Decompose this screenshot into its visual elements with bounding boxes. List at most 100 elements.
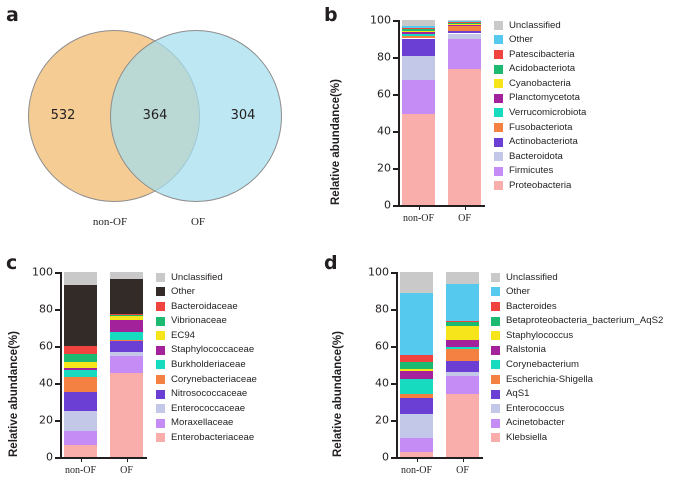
bar-segment-unclassified[interactable] (64, 272, 97, 285)
bar-segment-staphylococcus[interactable] (446, 325, 479, 340)
bar-segment-unclassified[interactable] (110, 272, 143, 279)
bar-segment-nitrosococcaceae[interactable] (64, 391, 97, 411)
legend-item-ec94[interactable]: EC94 (156, 328, 257, 343)
bar-segment-cyanobacteria[interactable] (402, 30, 435, 33)
bar-segment-bacteroides[interactable] (446, 321, 479, 322)
legend-item-corynebacterium[interactable]: Corynebacterium (491, 358, 663, 373)
bar-segment-vibrionaceae[interactable] (110, 314, 143, 316)
bar-segment-enterobacteriaceae[interactable] (110, 373, 143, 457)
legend-item-vibrionaceae[interactable]: Vibrionaceae (156, 314, 257, 329)
legend-item-bacteroidaceae[interactable]: Bacteroidaceae (156, 299, 257, 314)
legend-item-unclassified[interactable]: Unclassified (156, 270, 257, 285)
bar-segment-cyanobacteria[interactable] (448, 23, 481, 25)
legend-item-bacteroidota[interactable]: Bacteroidota (494, 149, 586, 164)
bar-segment-enterococcus[interactable] (400, 414, 433, 439)
bar-segment-fusobacteriota[interactable] (448, 26, 481, 31)
bar-segment-enterococcaceae[interactable] (64, 410, 97, 432)
legend-item-patescibacteria[interactable]: Patescibacteria (494, 47, 586, 62)
bar-segment-corynebacteriaceae[interactable] (64, 377, 97, 392)
bar-segment-acinetobacter[interactable] (446, 376, 479, 394)
bar-segment-aqs1[interactable] (400, 398, 433, 415)
bar-segment-staphylococcus[interactable] (400, 369, 433, 371)
bar-segment-patescibacteria[interactable] (402, 28, 435, 30)
bar-non-of[interactable] (64, 272, 97, 457)
legend-item-enterobacteriaceae[interactable]: Enterobacteriaceae (156, 431, 257, 446)
legend-item-enterococcus[interactable]: Enterococcus (491, 401, 663, 416)
bar-segment-other[interactable] (64, 284, 97, 346)
bar-segment-betaproteobacteria-bacterium-aqs2[interactable] (446, 321, 479, 326)
bar-segment-patescibacteria[interactable] (448, 22, 481, 24)
bar-segment-other[interactable] (446, 284, 479, 322)
bar-segment-acinetobacter[interactable] (400, 438, 433, 452)
legend-item-unclassified[interactable]: Unclassified (491, 270, 663, 285)
bar-segment-verrucomicrobiota[interactable] (448, 25, 481, 27)
legend-item-actinobacteriota[interactable]: Actinobacteriota (494, 135, 586, 150)
bar-segment-corynebacteriaceae[interactable] (110, 340, 143, 342)
bar-of[interactable] (448, 20, 481, 205)
bar-segment-proteobacteria[interactable] (402, 114, 435, 205)
bar-segment-other[interactable] (400, 292, 433, 356)
bar-segment-planctomycetota[interactable] (448, 24, 481, 26)
legend-item-nitrosococcaceae[interactable]: Nitrosococcaceae (156, 387, 257, 402)
bar-segment-klebsiella[interactable] (446, 393, 479, 457)
bar-segment-bacteroidaceae[interactable] (110, 313, 143, 315)
bar-segment-unclassified[interactable] (448, 20, 481, 22)
bar-segment-escherichia-shigella[interactable] (446, 348, 479, 362)
bar-segment-staphylococcaceae[interactable] (110, 319, 143, 333)
bar-segment-escherichia-shigella[interactable] (400, 393, 433, 399)
legend-item-firmicutes[interactable]: Firmicutes (494, 164, 586, 179)
bar-segment-unclassified[interactable] (446, 272, 479, 285)
bar-non-of[interactable] (400, 272, 433, 457)
legend-item-verrucomicrobiota[interactable]: Verrucomicrobiota (494, 106, 586, 121)
bar-segment-fusobacteriota[interactable] (402, 35, 435, 39)
legend-item-klebsiella[interactable]: Klebsiella (491, 431, 663, 446)
bar-segment-moraxellaceae[interactable] (110, 355, 143, 373)
bar-of[interactable] (110, 272, 143, 457)
bar-segment-corynebacterium[interactable] (400, 378, 433, 394)
legend-item-aqs1[interactable]: AqS1 (491, 387, 663, 402)
legend-item-burkholderiaceae[interactable]: Burkholderiaceae (156, 358, 257, 373)
bar-segment-enterococcus[interactable] (446, 372, 479, 377)
bar-segment-burkholderiaceae[interactable] (64, 369, 97, 378)
bar-segment-burkholderiaceae[interactable] (110, 332, 143, 341)
bar-segment-firmicutes[interactable] (448, 39, 481, 70)
legend-item-other[interactable]: Other (491, 285, 663, 300)
bar-segment-other[interactable] (402, 25, 435, 29)
bar-segment-verrucomicrobiota[interactable] (402, 33, 435, 36)
bar-of[interactable] (446, 272, 479, 457)
bar-segment-other[interactable] (110, 278, 143, 314)
legend-item-staphylococcus[interactable]: Staphylococcus (491, 328, 663, 343)
bar-segment-vibrionaceae[interactable] (64, 353, 97, 363)
bar-segment-bacteroidota[interactable] (402, 55, 435, 80)
bar-segment-moraxellaceae[interactable] (64, 431, 97, 446)
bar-segment-aqs1[interactable] (446, 361, 479, 373)
bar-segment-bacteroidaceae[interactable] (64, 345, 97, 354)
legend-item-escherichia-shigella[interactable]: Escherichia-Shigella (491, 372, 663, 387)
legend-item-corynebacteriaceae[interactable]: Corynebacteriaceae (156, 372, 257, 387)
bar-segment-ec94[interactable] (64, 362, 97, 368)
bar-segment-enterobacteriaceae[interactable] (64, 445, 97, 457)
legend-item-acidobacteriota[interactable]: Acidobacteriota (494, 62, 586, 77)
bar-segment-betaproteobacteria-bacterium-aqs2[interactable] (400, 362, 433, 370)
bar-segment-proteobacteria[interactable] (448, 69, 481, 205)
bar-segment-ralstonia[interactable] (400, 370, 433, 379)
legend-item-other[interactable]: Other (156, 285, 257, 300)
bar-non-of[interactable] (402, 20, 435, 205)
bar-segment-ec94[interactable] (110, 315, 143, 320)
bar-segment-other[interactable] (448, 21, 481, 23)
bar-segment-actinobacteriota[interactable] (448, 30, 481, 34)
legend-item-staphylococcaceae[interactable]: Staphylococcaceae (156, 343, 257, 358)
legend-item-cyanobacteria[interactable]: Cyanobacteria (494, 76, 586, 91)
legend-item-moraxellaceae[interactable]: Moraxellaceae (156, 416, 257, 431)
legend-item-proteobacteria[interactable]: Proteobacteria (494, 179, 586, 194)
bar-segment-unclassified[interactable] (402, 20, 435, 26)
legend-item-enterococcaceae[interactable]: Enterococcaceae (156, 401, 257, 416)
bar-segment-ralstonia[interactable] (446, 339, 479, 348)
bar-segment-acidobacteriota[interactable] (448, 22, 481, 24)
legend-item-planctomycetota[interactable]: Planctomycetota (494, 91, 586, 106)
legend-item-unclassified[interactable]: Unclassified (494, 18, 586, 33)
bar-segment-klebsiella[interactable] (400, 451, 433, 457)
legend-item-ralstonia[interactable]: Ralstonia (491, 343, 663, 358)
bar-segment-nitrosococcaceae[interactable] (110, 341, 143, 352)
bar-segment-staphylococcaceae[interactable] (64, 368, 97, 370)
